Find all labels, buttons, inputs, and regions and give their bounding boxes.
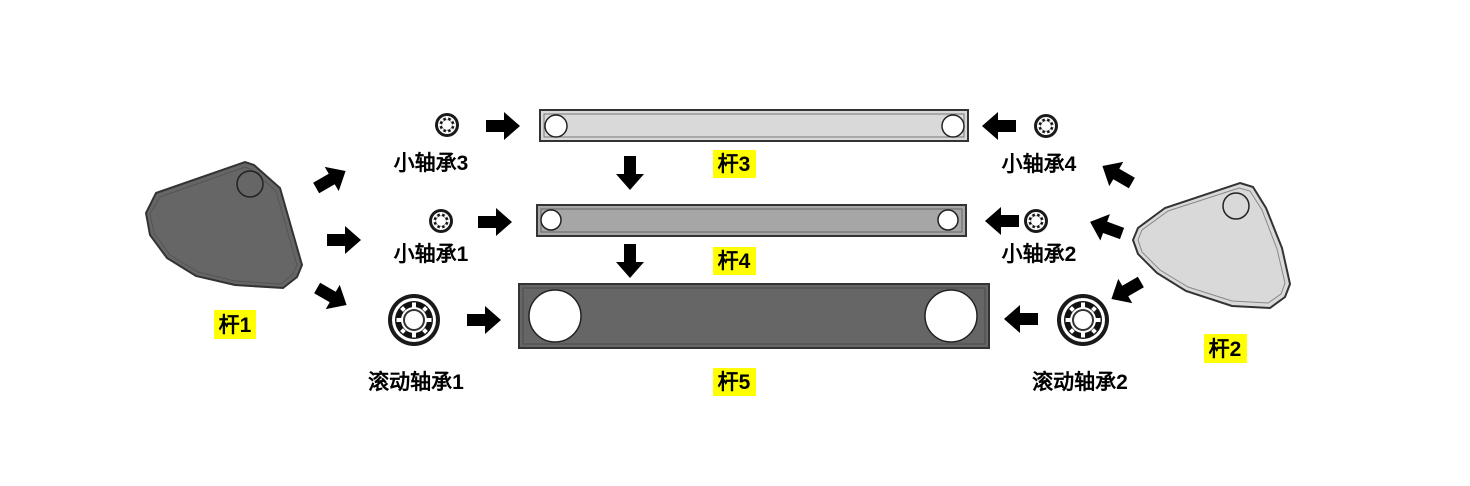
rod3-label: 杆3 (718, 153, 751, 176)
small-bearing-2-label: 小轴承2 (1002, 242, 1077, 266)
arrow-up-left-icon (1095, 153, 1139, 196)
small-bearing-1-label: 小轴承1 (394, 242, 469, 266)
rod2-label-highlight (1204, 334, 1247, 363)
rolling-bearing-2-icon (1057, 294, 1109, 346)
arrow-down-right-icon (310, 275, 354, 318)
rod1-part (144, 160, 304, 290)
rod4-label-highlight (713, 247, 756, 275)
rod4-label: 杆4 (718, 250, 751, 273)
rod4-part (536, 204, 967, 237)
arrow-right-icon (486, 112, 520, 140)
small-bearing-1-icon (429, 209, 453, 233)
rod3-part (539, 109, 969, 142)
rod2-label: 杆2 (1209, 338, 1242, 361)
arrow-left-icon (1085, 208, 1127, 247)
rod3-label-highlight (713, 150, 756, 178)
small-bearing-3-label: 小轴承3 (394, 151, 469, 175)
arrow-left-icon (982, 112, 1016, 140)
rolling-bearing-2-label: 滚动轴承2 (1032, 370, 1128, 394)
rolling-bearing-1-label: 滚动轴承1 (368, 370, 464, 394)
arrow-down-left-icon (1104, 269, 1148, 312)
small-bearing-4-label: 小轴承4 (1002, 152, 1077, 176)
small-bearing-4-icon (1034, 114, 1058, 138)
arrow-up-right-icon (309, 158, 353, 201)
arrow-down-icon (616, 156, 644, 190)
arrow-down-icon (616, 244, 644, 278)
rod2-part (1131, 181, 1292, 310)
small-bearing-3-icon (435, 113, 459, 137)
rolling-bearing-1-icon (388, 294, 440, 346)
rod5-label-highlight (713, 368, 756, 396)
arrow-left-icon (985, 207, 1019, 235)
arrow-right-icon (478, 208, 512, 236)
arrow-right-icon (467, 306, 501, 334)
arrow-right-icon (327, 226, 361, 254)
arrow-left-icon (1004, 305, 1038, 333)
rod5-part (518, 283, 990, 349)
rod1-label: 杆1 (219, 314, 252, 337)
small-bearing-2-icon (1024, 209, 1048, 233)
rod1-label-highlight (214, 310, 256, 339)
rod5-label: 杆5 (718, 371, 751, 394)
